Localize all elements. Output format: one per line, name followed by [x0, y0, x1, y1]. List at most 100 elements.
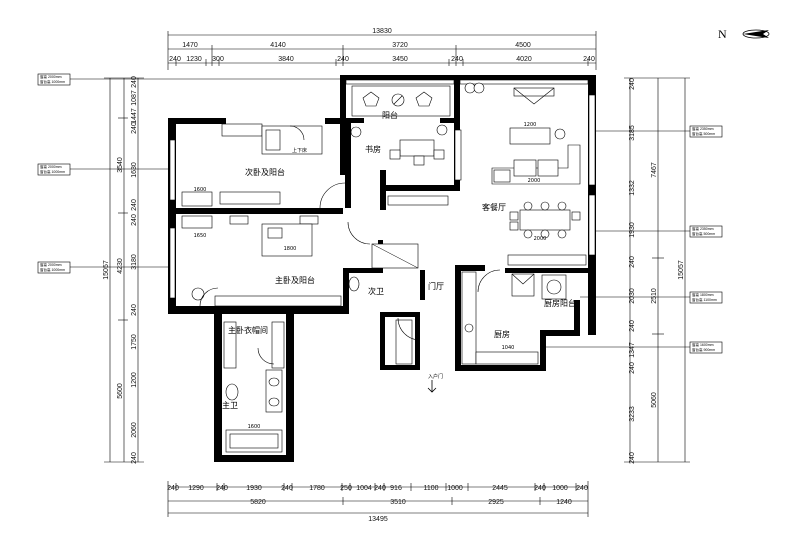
dim-right-r2-7: 240 [629, 320, 636, 332]
dim-bot-2: 3510 [390, 499, 406, 506]
master-closet-bath: 主卧衣帽间 主卫 1600 [222, 321, 285, 453]
dim-left-1: 3540 [117, 157, 124, 173]
dim-right-r2-8: 1347 [629, 342, 636, 358]
window-note-7: 窗高 1600mm 窗台高 900mm [545, 341, 723, 354]
kitchen-counter-bottom [475, 351, 539, 365]
master-bedroom: 1650 1800 主卧及阳台 [181, 215, 342, 307]
plant-icon [473, 82, 485, 94]
dim-top-r2-1: 240 [169, 56, 181, 63]
living-dining-room: 1200 2000 客餐厅 2000 [473, 82, 587, 266]
window-note-6: 窗高 1800mm 窗台高 1100mm [580, 291, 723, 304]
study-desk [399, 139, 435, 157]
dim-right-r2-5: 240 [629, 256, 636, 268]
dim-bot-r2-12: 1000 [447, 485, 463, 492]
desk [219, 191, 281, 205]
sideboard [507, 254, 587, 266]
north-label: N [718, 27, 727, 41]
window-note-1: 窗高 2000mm 窗台高 1000mm [37, 73, 345, 86]
window-note-3: 窗高 2000mm 窗台高 1000mm [37, 261, 173, 274]
dim-right-r2-4: 1930 [629, 222, 636, 238]
dim-right-r2-3: 1332 [629, 180, 636, 196]
window-note-4-sill: 窗台高 500mm [692, 131, 715, 136]
room-label-guest-bath: 次卫 [368, 286, 384, 296]
dim-top-r2-9: 240 [583, 56, 595, 63]
dim-bot-r2-11: 1100 [423, 485, 438, 492]
dim-coffee-table: 1200 [524, 122, 537, 128]
plant-icon [436, 124, 448, 136]
dim-top-r2-5: 240 [337, 56, 349, 63]
closet-shelving-right [271, 321, 285, 369]
dim-right-r2-2: 3185 [629, 125, 636, 141]
window-note-7-height: 窗高 1600mm [692, 342, 714, 347]
dim-left-r2-4: 240 [131, 122, 138, 134]
dim-bot-r2-13: 2445 [492, 485, 508, 492]
entrance-arrow-icon [427, 380, 437, 393]
washer [541, 274, 567, 300]
dim-right-r2-1: 240 [629, 78, 636, 90]
tv-console [513, 87, 555, 97]
dim-bot-r2-8: 1004 [356, 485, 372, 492]
dim-top-r2-7: 240 [451, 56, 463, 63]
dim-bot-r2-4: 1930 [246, 485, 262, 492]
dim-master-bed: 1800 [284, 246, 297, 252]
left-dimensions: 15057 3540 4230 5600 240 1087 1447 240 2… [103, 76, 144, 464]
dim-left-r2-7: 240 [131, 214, 138, 226]
dim-top-1: 1470 [182, 42, 198, 49]
dim-bot-3: 2925 [488, 499, 504, 506]
dim-bath: 1600 [248, 424, 261, 430]
kitchen-counter-left [461, 271, 477, 365]
window-notes: 窗高 2000mm 窗台高 1000mm 窗高 2000mm 窗台高 1000m… [37, 73, 723, 354]
dim-top-2: 4140 [270, 42, 286, 49]
bottom-dimensions: 240 1290 240 1930 240 1780 250 1004 240 … [167, 481, 589, 523]
dim-sofa: 2000 [528, 178, 541, 184]
dim-top-overall: 13830 [372, 28, 392, 35]
study-cabinet [387, 195, 449, 206]
dim-right-2: 2510 [651, 288, 658, 304]
window-note-7-sill: 窗台高 900mm [692, 347, 715, 352]
room-label-kitchen-balcony: 厨房阳台 [544, 298, 576, 308]
lounge-chair-left-icon [362, 91, 380, 107]
balcony-area: 阳台 [350, 82, 476, 138]
dim-right-1: 7467 [651, 162, 658, 178]
dim-left-r2-10: 1750 [131, 334, 138, 350]
window-note-2-height: 窗高 2000mm [40, 164, 62, 169]
toilet-icon [225, 383, 239, 401]
room-label-master-bedroom: 主卧及阳台 [275, 275, 315, 285]
dim-left-r2-13: 240 [131, 452, 138, 464]
dim-top-r2-8: 4020 [516, 56, 532, 63]
window-note-4-height: 窗高 2350mm [692, 126, 714, 131]
dim-bot-r2-16: 240 [576, 485, 588, 492]
dim-right-r2-9: 240 [629, 362, 636, 374]
dim-right-r2-6: 2030 [629, 288, 636, 304]
window-note-3-height: 窗高 2000mm [40, 262, 62, 267]
windows [169, 79, 596, 299]
coffee-table [509, 127, 551, 145]
dim-bot-r2-5: 240 [281, 485, 293, 492]
window-note-5: 窗高 2350mm 窗台高 500mm [592, 225, 723, 238]
window-note-5-sill: 窗台高 500mm [692, 231, 715, 236]
dim-closet: 1650 [194, 233, 207, 239]
kitchen: 厨房 1040 厨房阳台 [461, 269, 576, 365]
window-note-6-height: 窗高 1800mm [692, 292, 714, 297]
dim-left-r2-9: 240 [131, 304, 138, 316]
dim-top-r2-4: 3840 [278, 56, 294, 63]
study-room: 书房 [365, 129, 462, 206]
dim-bot-r2-6: 1780 [309, 485, 325, 492]
dim-left-r2-6: 1630 [131, 162, 138, 178]
dim-right-r2-11: 240 [629, 452, 636, 464]
dim-bot-r2-15: 1000 [552, 485, 568, 492]
dining-table [519, 209, 571, 231]
label-bunk-bed: 上下床 [292, 147, 307, 154]
dim-bot-r2-3: 240 [216, 485, 228, 492]
dim-dining-table: 2000 [534, 236, 547, 242]
bathtub [225, 429, 283, 453]
room-label-balcony: 阳台 [382, 110, 398, 120]
plant-icon [464, 82, 476, 94]
dim-top-r2-2: 1230 [186, 56, 202, 63]
dim-bot-4: 1240 [556, 499, 572, 506]
toilet-icon [348, 276, 360, 292]
dim-right-overall: 15057 [678, 260, 685, 280]
dim-left-r2-12: 2060 [131, 422, 138, 438]
dim-bot-r2-1: 240 [167, 485, 179, 492]
window-note-1-height: 窗高 2000mm [40, 74, 62, 79]
